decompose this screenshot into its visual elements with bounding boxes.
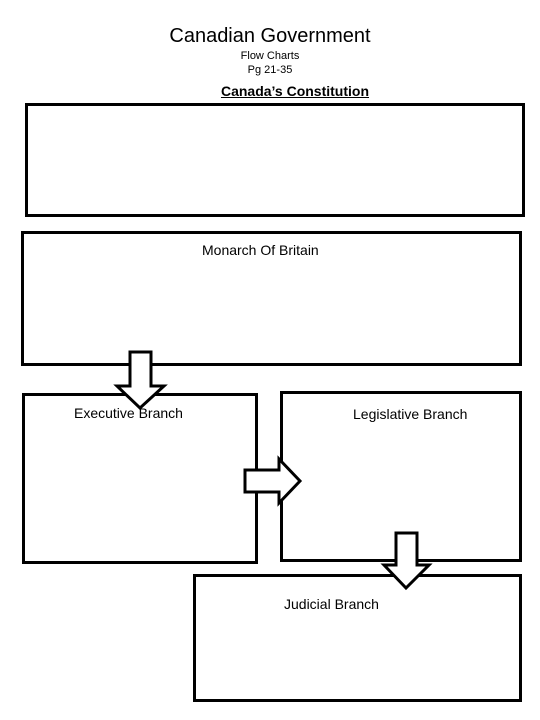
page-subtitle-flow-charts: Flow Charts: [240, 50, 300, 62]
executive-branch-label: Executive Branch: [74, 405, 183, 421]
judicial-branch-label: Judicial Branch: [284, 596, 379, 612]
section-heading-constitution: Canada’s Constitution: [220, 83, 370, 99]
arrow-down-icon: [380, 531, 433, 591]
page-title: Canadian Government: [169, 25, 371, 47]
constitution-box: [25, 103, 525, 217]
page-subtitle-pages: Pg 21-35: [247, 64, 293, 76]
arrow-down-icon: [113, 350, 168, 411]
arrow-right-icon: [243, 455, 303, 507]
monarch-box: Monarch Of Britain: [21, 231, 522, 366]
monarch-box-label: Monarch Of Britain: [202, 242, 319, 258]
legislative-branch-label: Legislative Branch: [353, 406, 468, 422]
judicial-branch-box: Judicial Branch: [193, 574, 522, 702]
